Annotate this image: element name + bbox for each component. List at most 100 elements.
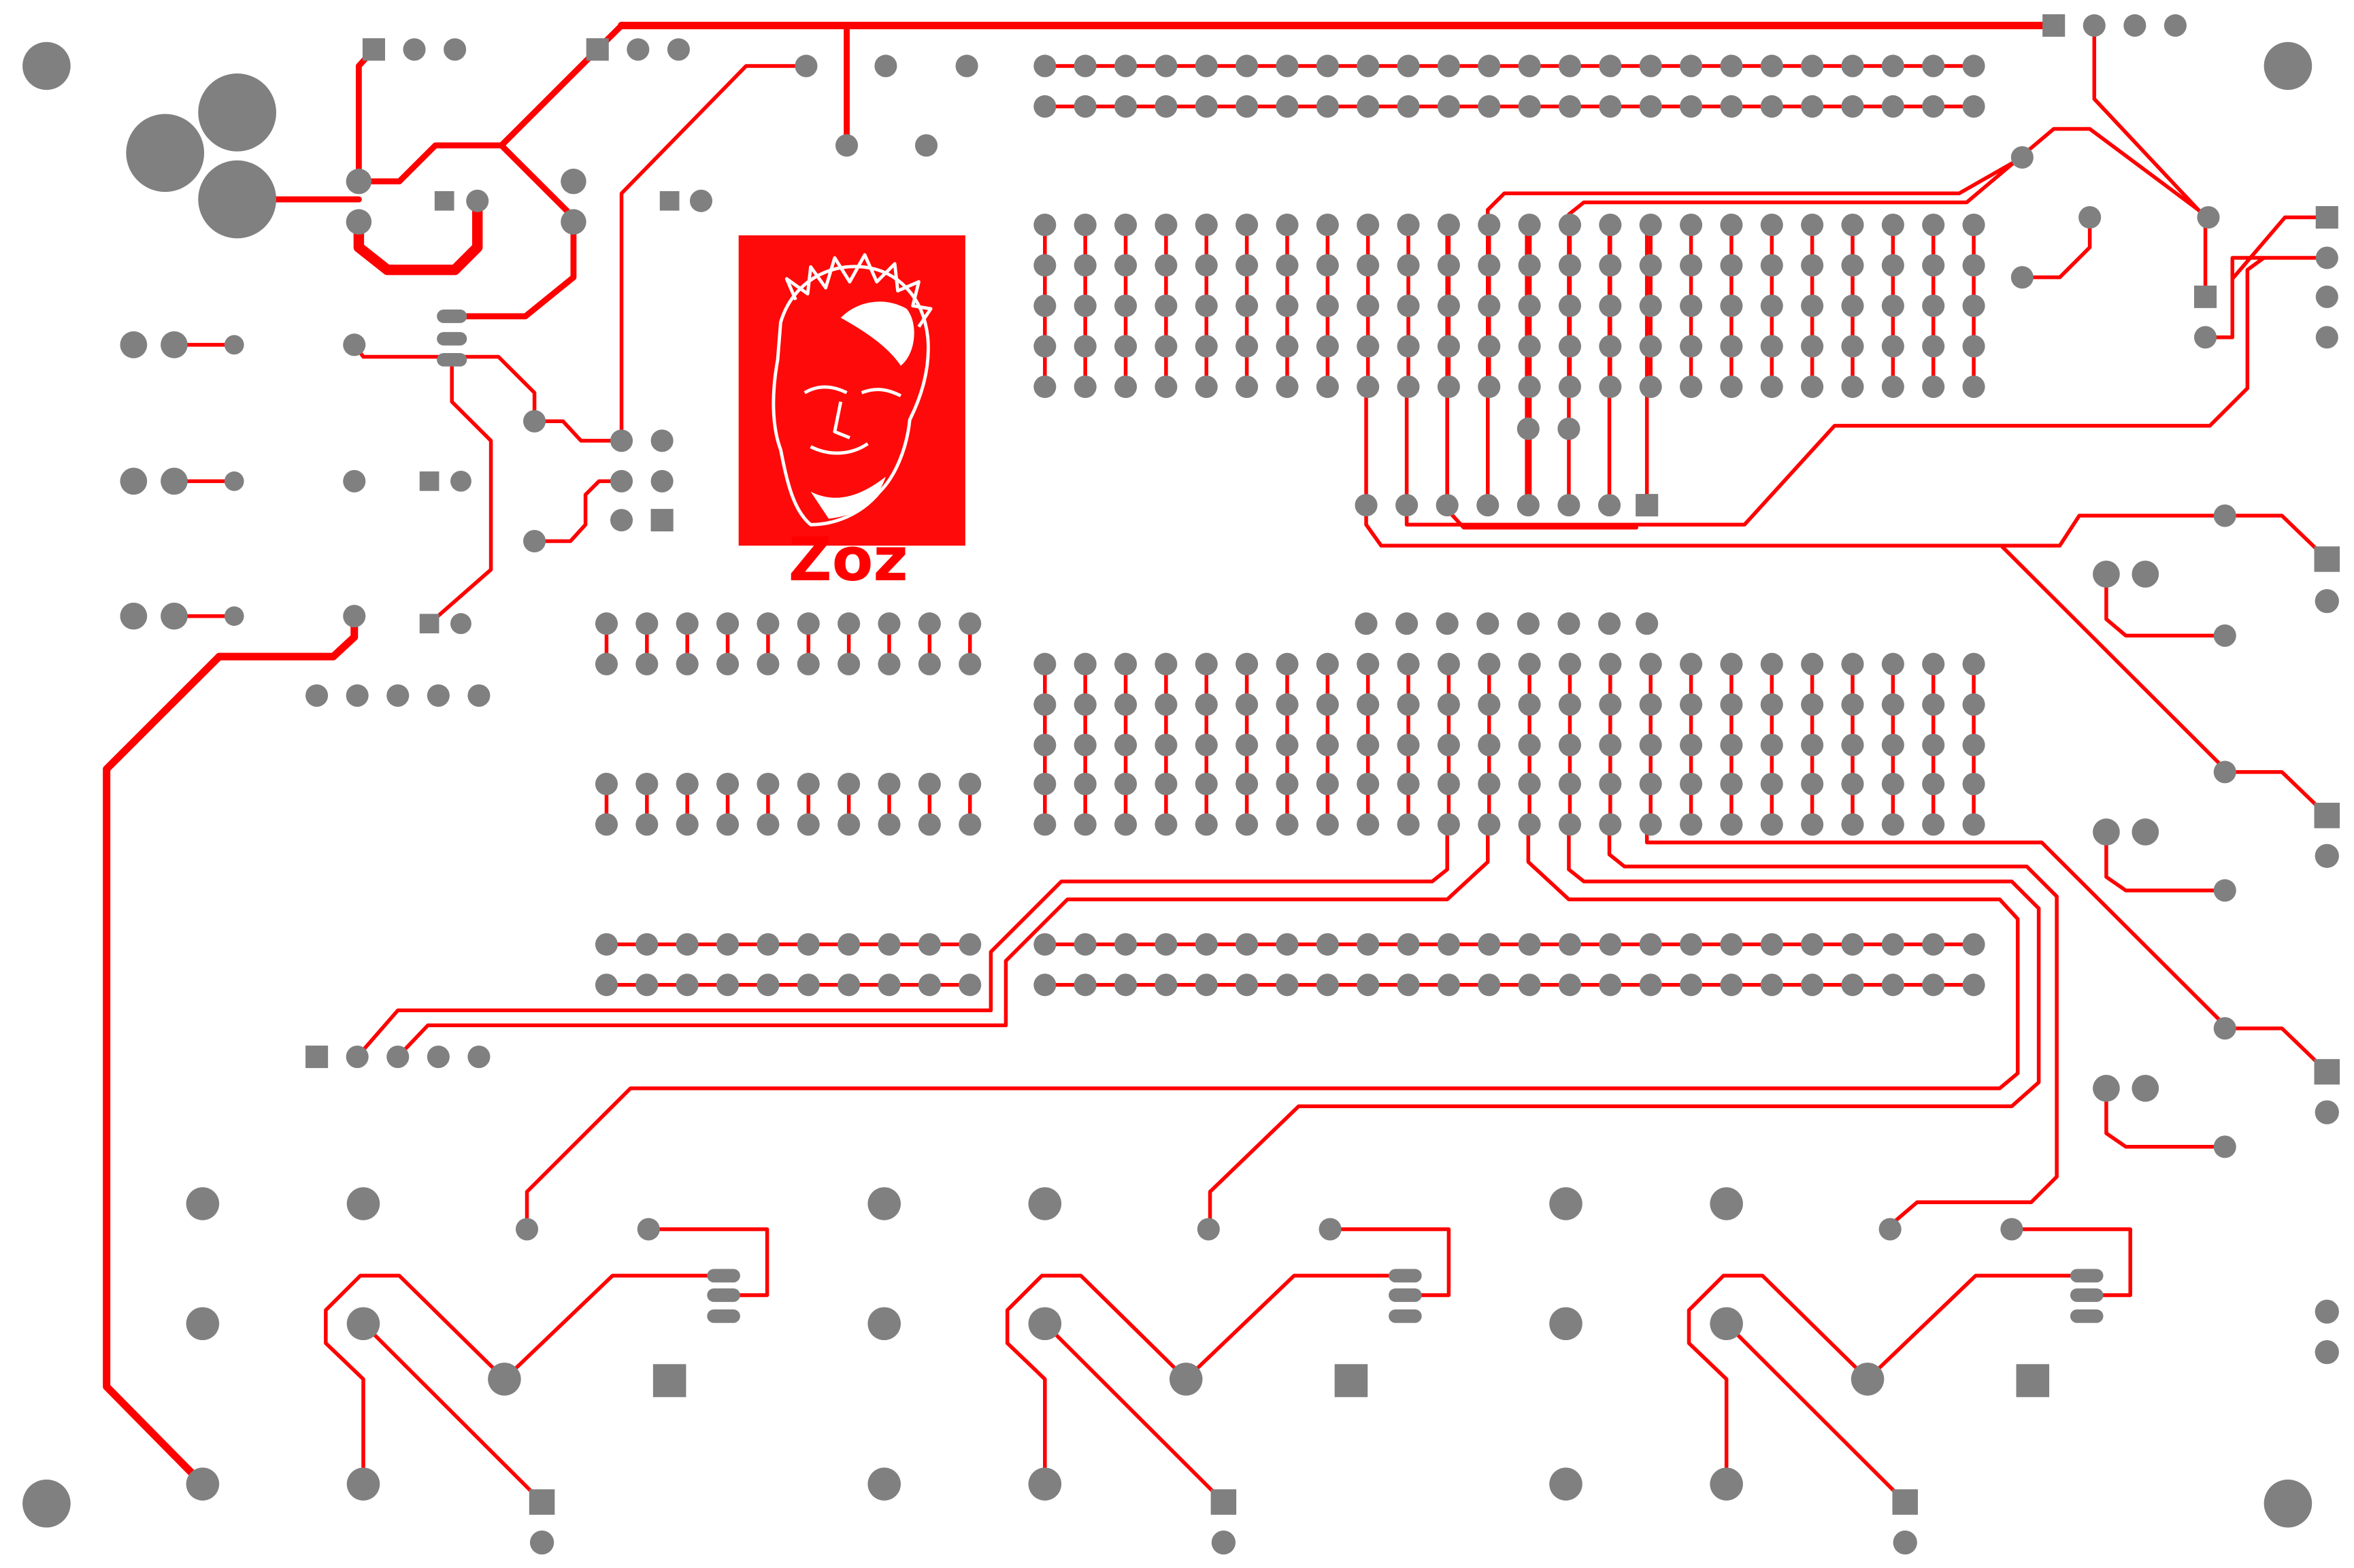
strip-pad xyxy=(595,772,618,796)
square-pad xyxy=(586,38,609,61)
strip-pad xyxy=(1316,652,1339,675)
square-pad xyxy=(362,38,386,61)
strip-pad xyxy=(1437,335,1460,358)
strip-pad xyxy=(1962,376,1985,399)
rail-pad xyxy=(1881,95,1904,118)
pad xyxy=(515,1218,539,1241)
strip-pad xyxy=(1357,813,1380,836)
rail-pad xyxy=(1114,95,1138,118)
strip-pad xyxy=(1074,772,1097,796)
strip-pad xyxy=(1680,335,1703,358)
pad xyxy=(346,1187,380,1220)
rail-pad xyxy=(797,973,820,997)
pad xyxy=(523,529,546,553)
strip-pad xyxy=(1841,813,1864,836)
strip-pad xyxy=(1357,652,1380,675)
rail-pad xyxy=(1074,973,1097,997)
strip-pad xyxy=(1720,295,1743,318)
rail-pad xyxy=(1639,95,1662,118)
pad xyxy=(346,684,369,707)
rail-pad xyxy=(1922,95,1945,118)
header-pad xyxy=(1476,612,1499,635)
strip-pad xyxy=(1801,295,1824,318)
strip-pad xyxy=(797,612,820,635)
neck-shade xyxy=(810,476,886,519)
strip-pad xyxy=(595,813,618,836)
strip-pad xyxy=(1881,376,1904,399)
rail-pad xyxy=(1518,933,1541,956)
rail-pad xyxy=(1599,95,1622,118)
strip-pad xyxy=(1599,254,1622,277)
strip-pad xyxy=(1639,254,1662,277)
rail-pad xyxy=(1195,54,1218,78)
strip-pad xyxy=(1074,335,1097,358)
rail-pad xyxy=(1195,973,1218,997)
pad xyxy=(2132,818,2159,846)
strip-pad xyxy=(1599,733,1622,756)
strip-pad xyxy=(918,652,941,675)
rail-pad xyxy=(1720,95,1743,118)
oval-pad xyxy=(707,1269,740,1283)
pad xyxy=(186,1187,220,1220)
logo: Zoz xyxy=(738,235,965,595)
rail-pad xyxy=(1236,54,1259,78)
rail-pad xyxy=(959,933,982,956)
pad xyxy=(224,471,244,491)
strip-pad xyxy=(1155,693,1178,716)
pad xyxy=(1028,1187,1062,1220)
rail-pad xyxy=(1922,973,1945,997)
square-pad xyxy=(1334,1364,1368,1397)
strip-pad xyxy=(838,652,861,675)
pad xyxy=(2197,205,2220,229)
pad xyxy=(2213,504,2236,527)
header-pad xyxy=(1436,612,1459,635)
logo-label: Zoz xyxy=(789,524,908,595)
header-pad xyxy=(1355,494,1378,517)
strip-pad xyxy=(1922,295,1945,318)
strip-pad xyxy=(1437,652,1460,675)
strip-pad xyxy=(1478,652,1501,675)
pad xyxy=(2078,205,2102,229)
strip-pad xyxy=(1397,295,1420,318)
strip-pad xyxy=(1276,693,1299,716)
strip-pad xyxy=(878,813,901,836)
pad xyxy=(466,189,489,212)
strip-pad xyxy=(595,612,618,635)
strip-pad xyxy=(1680,652,1703,675)
strip-pad xyxy=(1760,254,1783,277)
mounting-hole xyxy=(2264,41,2312,90)
strip-pad xyxy=(1760,295,1783,318)
strip-pad xyxy=(1962,813,1985,836)
trace xyxy=(2010,1227,2132,1297)
trace xyxy=(2230,215,2330,281)
strip-pad xyxy=(1033,295,1057,318)
strip-pad xyxy=(1316,214,1339,237)
rail-pad xyxy=(1680,54,1703,78)
rail-pad xyxy=(959,973,982,997)
strip-pad xyxy=(1922,733,1945,756)
rail-pad xyxy=(1760,54,1783,78)
strip-pad xyxy=(1437,254,1460,277)
pad xyxy=(120,331,148,358)
rail-pad xyxy=(1720,933,1743,956)
rail-pad xyxy=(1236,95,1259,118)
pad xyxy=(224,335,244,355)
strip-pad xyxy=(1639,335,1662,358)
strip-pad xyxy=(1720,376,1743,399)
rail-pad xyxy=(1397,973,1420,997)
strip-pad xyxy=(1195,295,1218,318)
strip-pad xyxy=(1357,376,1380,399)
strip-pad xyxy=(1236,693,1259,716)
oval-pad xyxy=(437,352,467,367)
strip-pad xyxy=(1760,335,1783,358)
rail-pad xyxy=(1437,95,1460,118)
logo-block xyxy=(738,235,965,546)
rail-pad xyxy=(1437,933,1460,956)
strip-pad xyxy=(1720,772,1743,796)
strip-pad xyxy=(1760,772,1783,796)
strip-pad xyxy=(1680,295,1703,318)
strip-pad xyxy=(1397,772,1420,796)
pad xyxy=(346,1307,380,1341)
pad xyxy=(2010,266,2034,289)
pad xyxy=(2093,818,2120,846)
